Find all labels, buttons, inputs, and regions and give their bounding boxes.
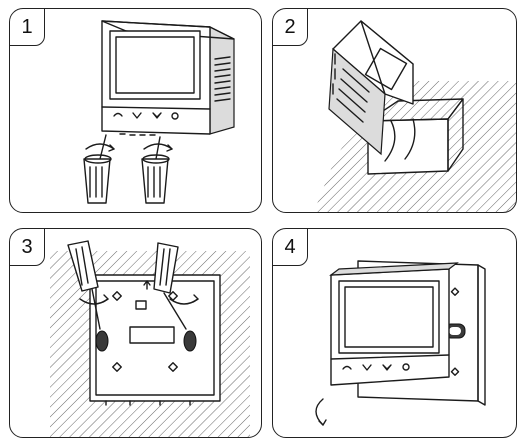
step-number-badge: 3 — [10, 229, 45, 266]
step-1-illustration — [83, 20, 235, 204]
screwdriver-icon — [141, 136, 170, 204]
screwdriver-icon — [67, 240, 101, 330]
step-2-illustration — [313, 20, 516, 212]
thermostat-icon — [101, 20, 235, 136]
step-3-panel: 3 — [9, 228, 262, 438]
step-4-illustration — [315, 260, 486, 426]
thermostat-icon — [328, 20, 414, 156]
thermostat-icon — [329, 262, 459, 386]
step-number-badge: 4 — [273, 229, 308, 266]
step-1-panel: 1 — [9, 8, 262, 213]
rotation-arrow-icon — [85, 143, 173, 152]
step-number-badge: 2 — [273, 9, 308, 46]
step-4-panel: 4 — [272, 228, 517, 438]
step-number-badge: 1 — [10, 9, 45, 46]
rotation-arrow-icon — [79, 294, 199, 305]
step-2-panel: 2 — [272, 8, 517, 213]
rotation-arrow-icon — [315, 398, 327, 426]
step-3-illustration — [50, 240, 250, 437]
screwdriver-icon — [153, 242, 187, 330]
screwdriver-icon — [83, 134, 112, 204]
